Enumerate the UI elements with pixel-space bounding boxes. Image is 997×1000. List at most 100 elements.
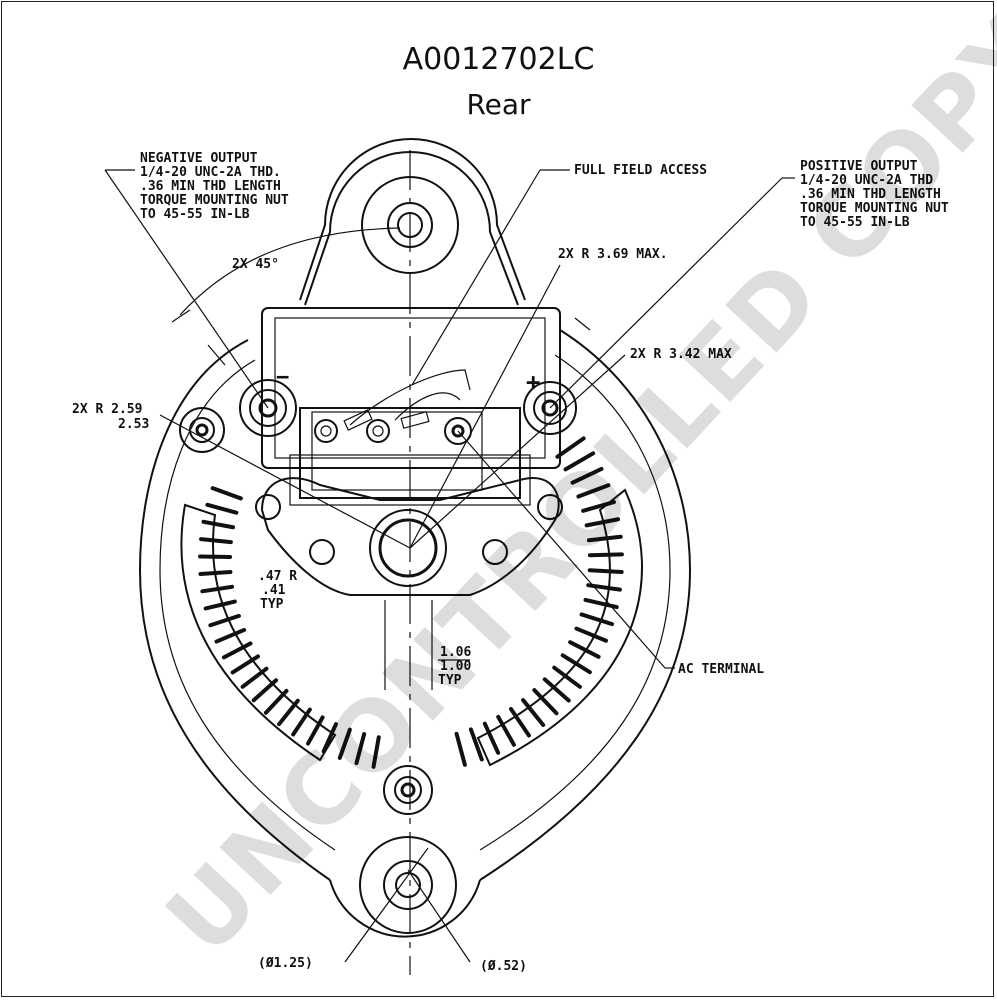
top-boss xyxy=(361,176,459,274)
radius-253-label: 2.53 xyxy=(118,417,149,432)
top-mounting-ear xyxy=(299,138,526,301)
vent-slot xyxy=(201,519,236,530)
pos-line-3: .36 MIN THD LENGTH xyxy=(800,187,941,202)
hole-right xyxy=(482,539,508,565)
uncontrolled-copy-watermark: UNCONTROLLED COPY xyxy=(145,0,997,976)
vent-slot xyxy=(199,537,233,545)
housing-right-edge xyxy=(479,329,692,881)
vent-slot xyxy=(555,436,586,459)
vent-slot xyxy=(583,597,619,610)
vent-slot xyxy=(560,653,592,675)
bottom-mounting-ear xyxy=(329,879,481,938)
drawing-subtitle: Rear xyxy=(466,88,531,121)
pos-line-2: 1/4-20 UNC-2A THD xyxy=(800,173,933,188)
left-stud xyxy=(179,407,225,453)
vent-slot xyxy=(337,727,352,760)
rectifier-inner xyxy=(311,411,483,491)
vent-slot xyxy=(552,665,582,689)
top-mount-hole-outer xyxy=(387,202,433,248)
vent-slot xyxy=(454,731,467,767)
positive-output-callout: POSITIVE OUTPUT 1/4-20 UNC-2A THD .36 MI… xyxy=(800,159,949,230)
housing-left-inner xyxy=(159,359,336,851)
hole-radius-label-3: TYP xyxy=(260,597,284,612)
housing-right-inner xyxy=(479,354,671,851)
neg-line-3: .36 MIN THD LENGTH xyxy=(140,179,281,194)
vent-slot xyxy=(563,451,596,472)
pos-line-1: POSITIVE OUTPUT xyxy=(800,159,918,174)
plate-hole-right xyxy=(537,494,563,520)
vent-slot xyxy=(570,466,604,485)
radius-259-label: 2X R 2.59 xyxy=(72,402,142,417)
ac-terminal-label: AC TERMINAL xyxy=(678,662,764,677)
vent-slot xyxy=(208,613,241,628)
neg-line-5: TO 45-55 IN-LB xyxy=(140,207,250,222)
vent-slot xyxy=(203,599,237,611)
vent-slot xyxy=(579,612,615,627)
diode-1 xyxy=(343,409,373,431)
neg-line-1: NEGATIVE OUTPUT xyxy=(140,151,258,166)
regulator-housing xyxy=(261,307,561,469)
spacing-label-1: 1.06 xyxy=(440,645,471,660)
pos-line-4: TORQUE MOUNTING NUT xyxy=(800,201,949,216)
diameter-125-label: (Ø1.25) xyxy=(258,956,313,971)
top-mount-hole-inner xyxy=(397,212,423,238)
vent-slot xyxy=(321,722,338,754)
diameter-052-label: (Ø.52) xyxy=(480,959,527,974)
vent-slot xyxy=(291,707,312,737)
vent-slot xyxy=(198,569,233,576)
drawing-title: A0012702LC xyxy=(402,42,595,77)
regulator-inner xyxy=(274,317,546,459)
neg-line-2: 1/4-20 UNC-2A THD. xyxy=(140,165,281,180)
vent-slot xyxy=(230,654,260,675)
vent-slot xyxy=(214,627,247,644)
vent-slot xyxy=(468,727,484,762)
vent-slot xyxy=(306,715,325,746)
vent-slot xyxy=(263,688,289,715)
radius-342-label: 2X R 3.42 MAX xyxy=(630,347,732,362)
vent-slot xyxy=(508,706,531,738)
right-vent-arc xyxy=(476,488,643,767)
rectifier-base xyxy=(289,454,531,506)
hole-radius-label-2: .41 xyxy=(262,583,286,598)
hole-radius-label-1: .47 R xyxy=(258,569,297,584)
vent-slot xyxy=(587,568,624,575)
vent-slot xyxy=(496,714,516,747)
plus-sign: + xyxy=(526,368,540,396)
spacing-label-2: 1.00 xyxy=(440,659,471,674)
vent-slot xyxy=(542,677,571,703)
vent-slot xyxy=(521,698,546,727)
bottom-mount-hole xyxy=(359,836,457,934)
left-vent-slots xyxy=(198,486,381,769)
vent-slot xyxy=(205,502,239,515)
spacing-label-3: TYP xyxy=(438,673,462,688)
vent-slot xyxy=(354,732,367,766)
minus-sign: − xyxy=(276,365,289,390)
pos-line-5: TO 45-55 IN-LB xyxy=(800,215,910,230)
full-field-access-label: FULL FIELD ACCESS xyxy=(574,163,707,178)
vent-slot xyxy=(277,698,300,727)
vent-slot xyxy=(587,552,624,558)
hole-left xyxy=(309,539,335,565)
vent-slot xyxy=(200,584,235,594)
vent-slot xyxy=(371,735,381,769)
radius-369-label: 2X R 3.69 MAX. xyxy=(558,247,668,262)
right-vent-slots xyxy=(454,436,624,767)
shaft-boss-outer xyxy=(369,509,447,587)
vent-slot xyxy=(574,626,609,643)
plate-hole-left xyxy=(255,494,281,520)
diode-2 xyxy=(400,411,430,429)
vent-slot xyxy=(584,517,621,528)
left-vent-arc xyxy=(180,503,337,762)
vent-slot xyxy=(532,688,559,716)
vent-slot xyxy=(482,721,501,755)
vent-slot xyxy=(586,534,623,543)
negative-output-callout: NEGATIVE OUTPUT 1/4-20 UNC-2A THD. .36 M… xyxy=(140,151,289,222)
angle-label: 2X 45° xyxy=(232,257,279,272)
vent-slot xyxy=(221,641,253,660)
vent-slot xyxy=(251,678,279,703)
housing-left-edge xyxy=(138,339,331,881)
vent-slot xyxy=(240,666,269,689)
